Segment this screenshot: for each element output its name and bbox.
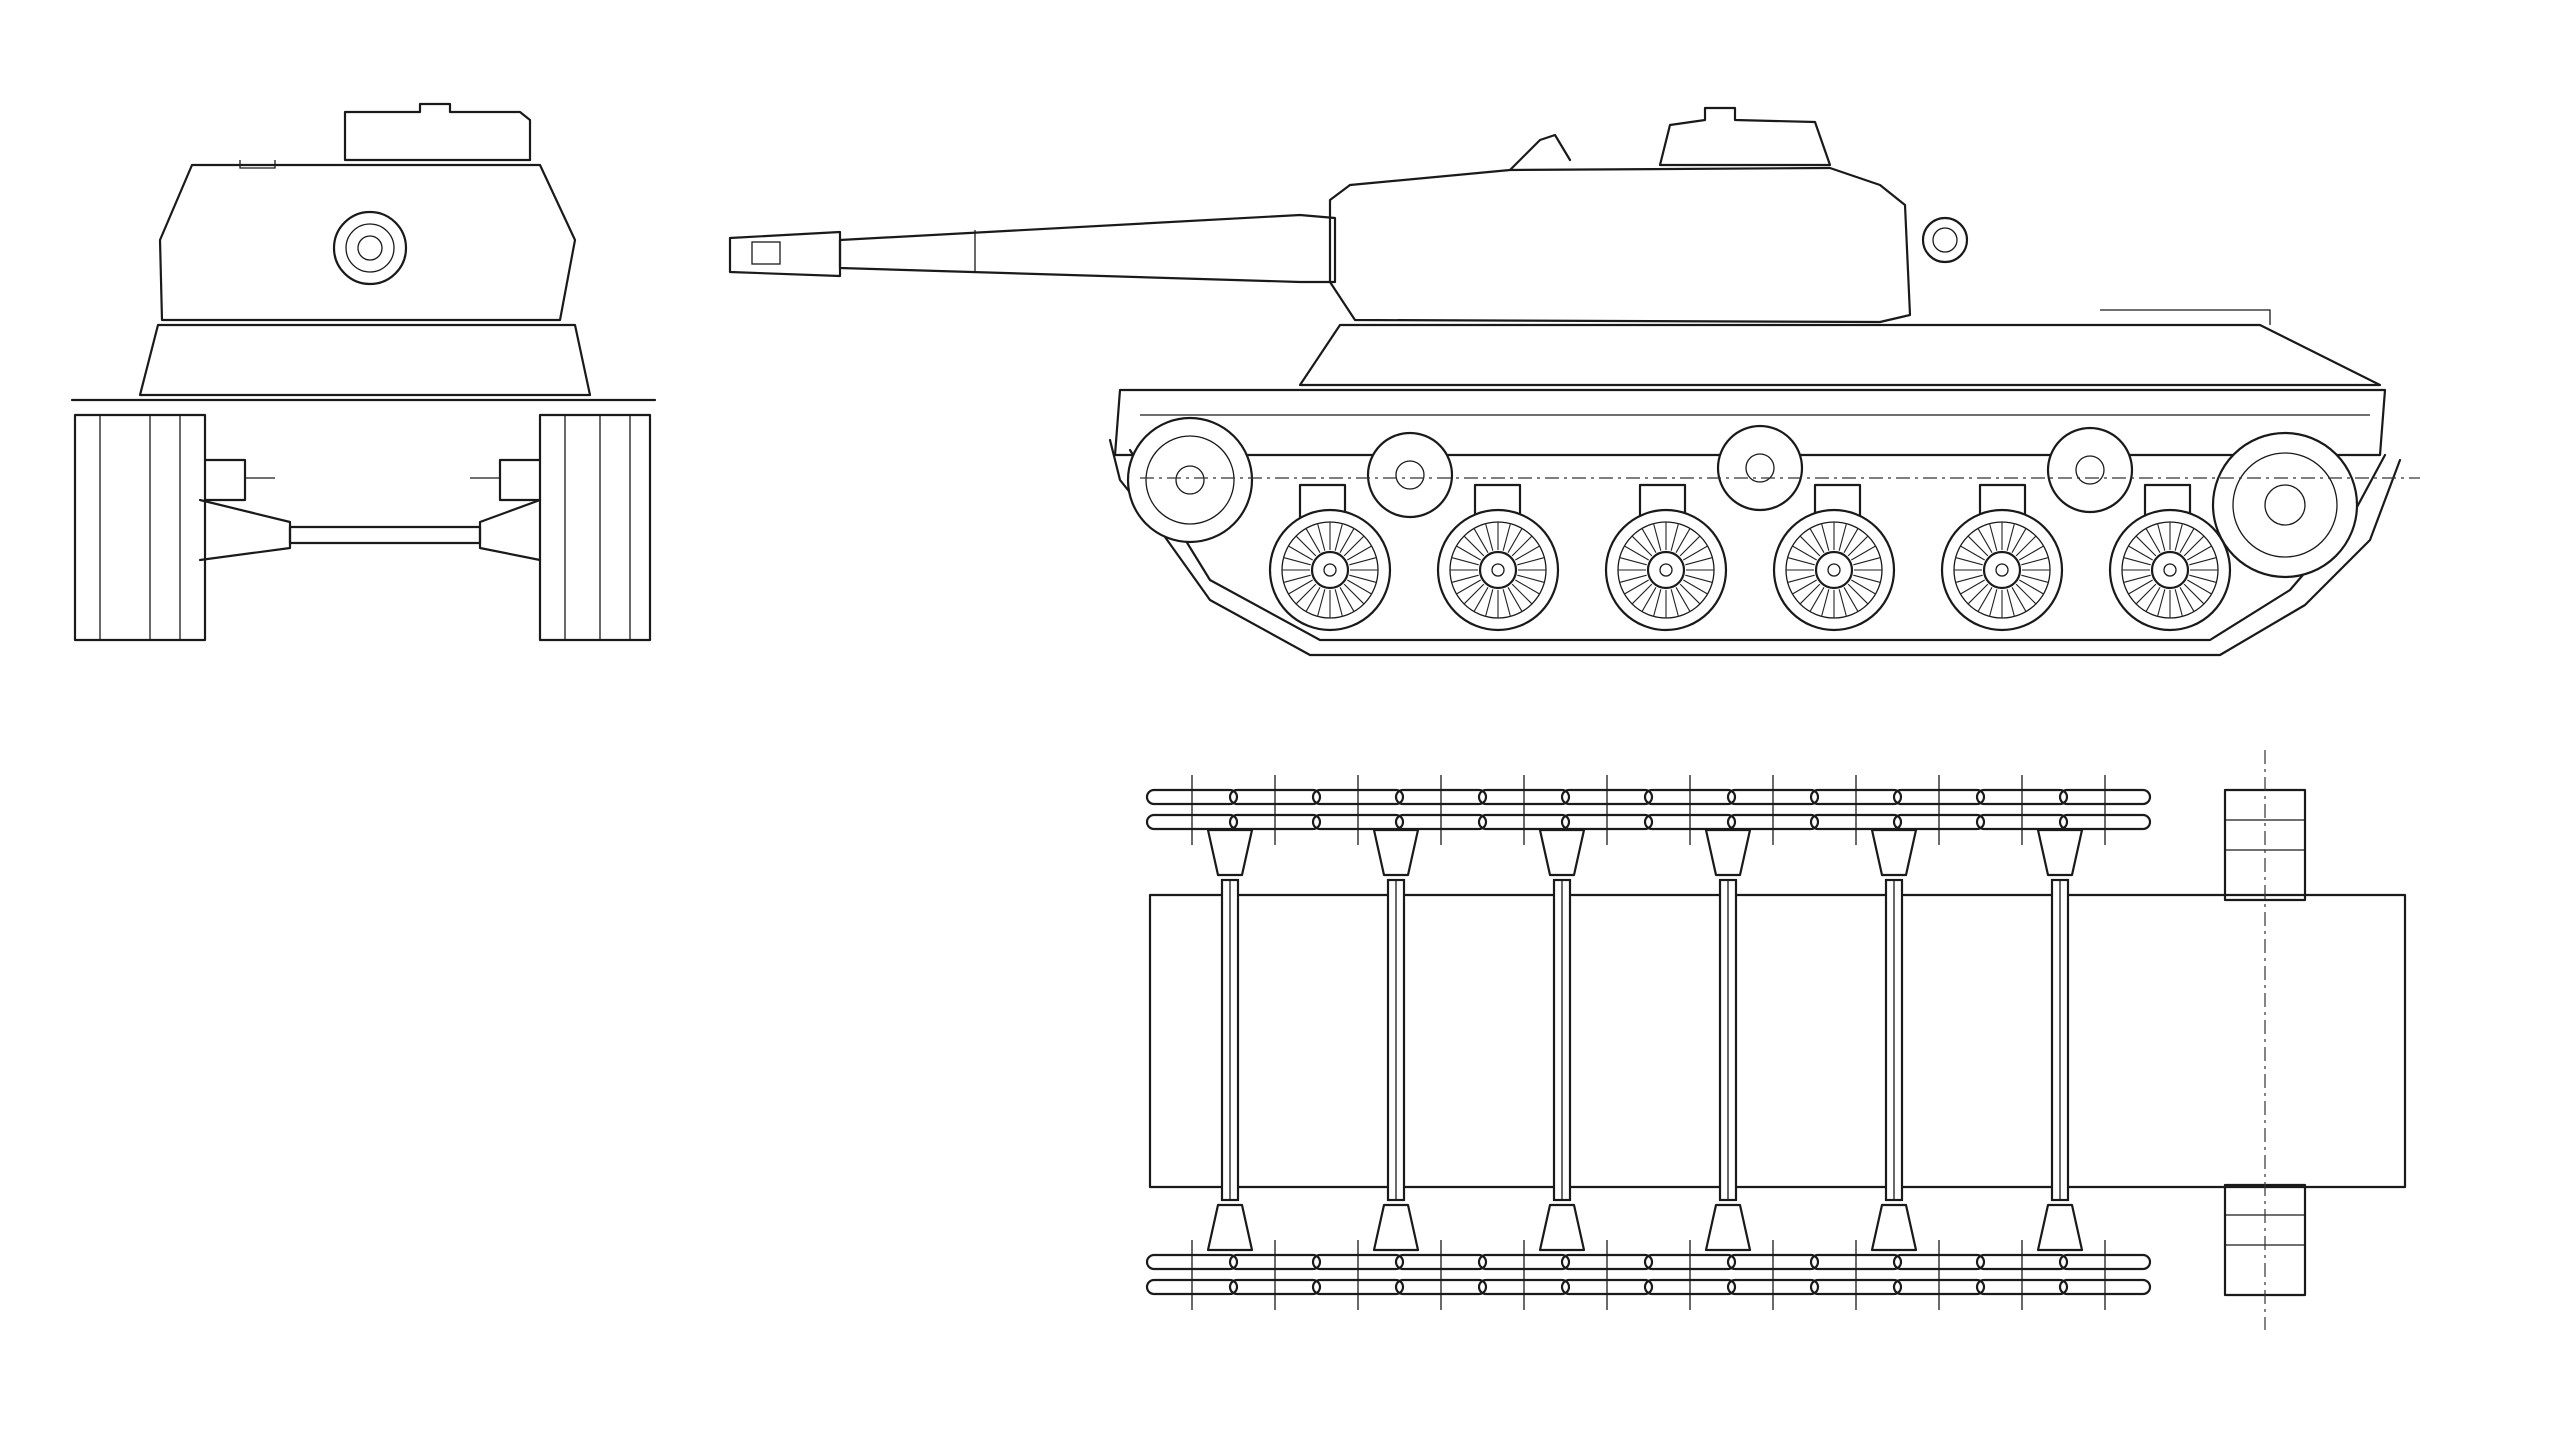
torsion-axle bbox=[1477, 775, 1654, 1310]
road-wheel bbox=[1268, 508, 1392, 632]
torsion-axle bbox=[1643, 775, 1820, 1310]
front-view bbox=[70, 102, 657, 642]
road-wheel bbox=[2108, 508, 2232, 632]
top-view bbox=[1145, 750, 2407, 1330]
road-wheels bbox=[1268, 508, 2232, 632]
top-axles bbox=[1145, 775, 2152, 1310]
road-wheel bbox=[1604, 508, 1728, 632]
road-wheel bbox=[1940, 508, 2064, 632]
road-wheel bbox=[1772, 508, 1896, 632]
torsion-axle bbox=[1311, 775, 1488, 1310]
torsion-axle bbox=[1809, 775, 1986, 1310]
side-view bbox=[728, 106, 2420, 657]
torsion-axle bbox=[1975, 775, 2152, 1310]
torsion-axle bbox=[1145, 775, 1322, 1310]
road-wheel bbox=[1436, 508, 1560, 632]
